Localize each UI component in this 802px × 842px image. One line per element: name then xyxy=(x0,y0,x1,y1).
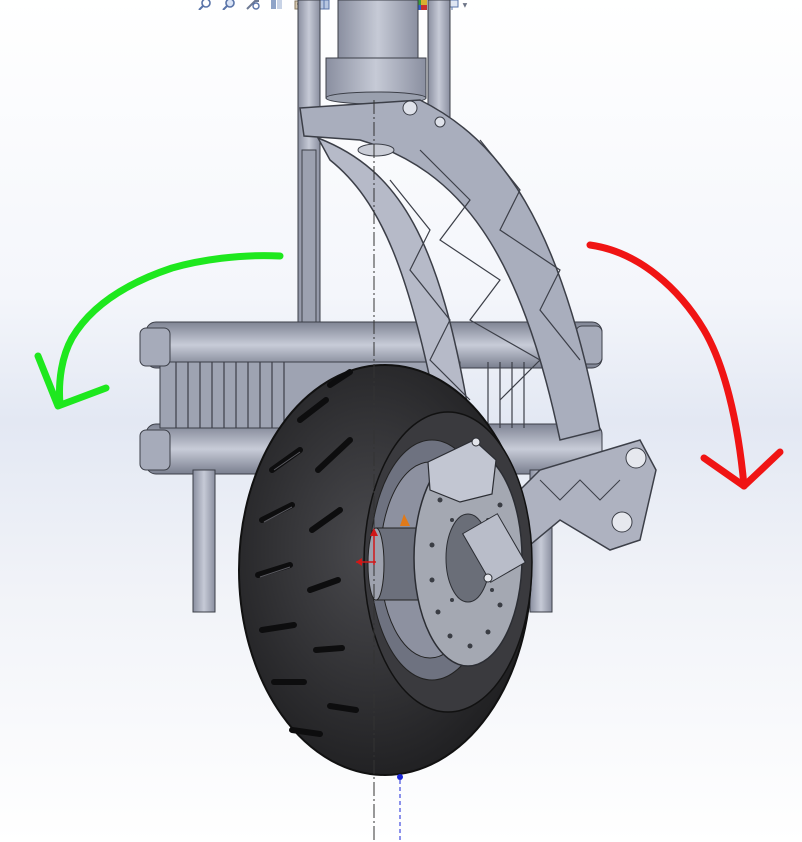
origin-triad xyxy=(356,528,378,566)
steering-column xyxy=(325,0,427,105)
bottom-reference-marker xyxy=(397,774,403,842)
view-settings-dropdown-icon[interactable]: ▼ xyxy=(462,2,468,9)
red-rotation-arrow xyxy=(586,241,784,490)
section-view-icon[interactable] xyxy=(268,0,286,11)
zoom-to-fit-icon[interactable] xyxy=(196,0,214,11)
previous-view-icon[interactable] xyxy=(244,0,262,11)
zoom-to-area-icon[interactable] xyxy=(220,0,238,11)
brake-caliper xyxy=(400,437,527,583)
green-rotation-arrow xyxy=(34,252,284,410)
